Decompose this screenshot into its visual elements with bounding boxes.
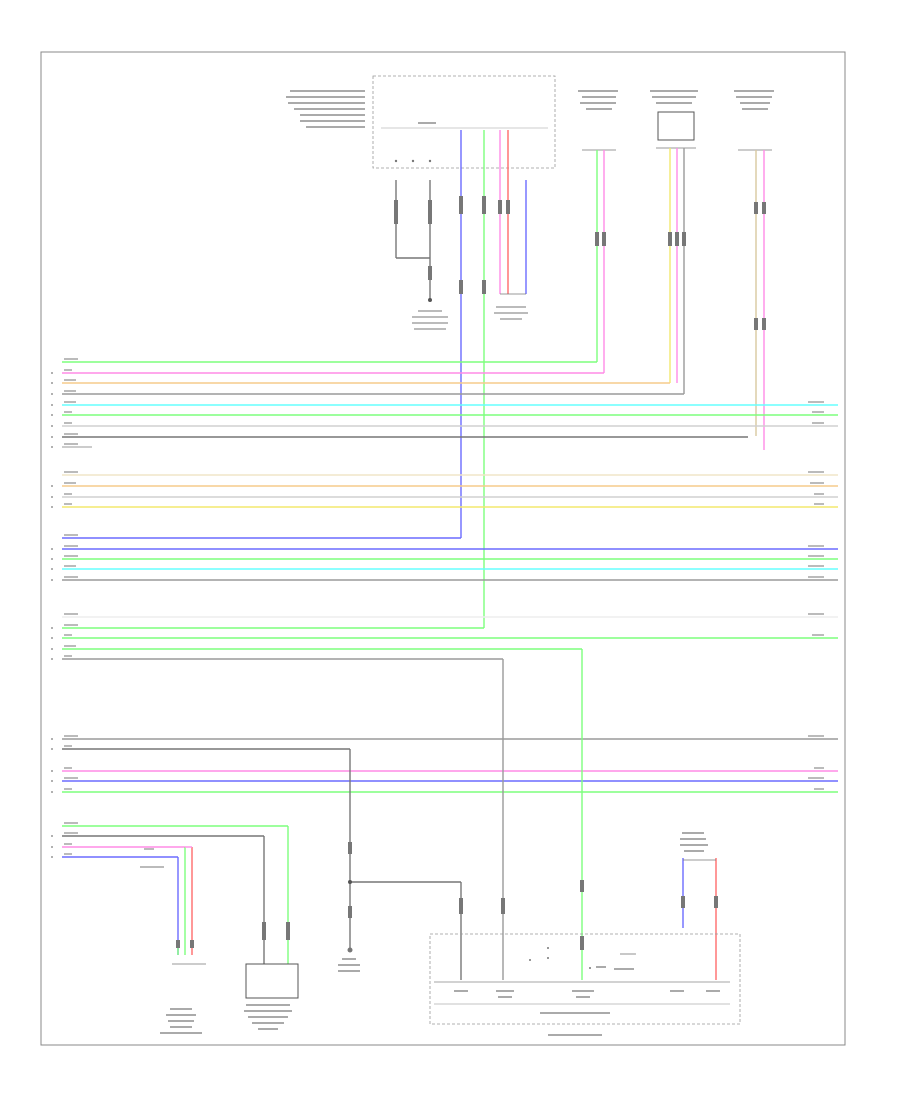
- wires-lower: [177, 649, 717, 980]
- diagram-frame: [40, 51, 846, 1046]
- multiplex-unit: [429, 933, 741, 1036]
- ground-point: [338, 958, 360, 972]
- pin-markers-left: [51, 372, 53, 858]
- module-bottom-right: [244, 963, 299, 1030]
- module-bottom-left: [160, 963, 206, 1034]
- wires-vertical-top: [395, 130, 765, 628]
- connector-marks-lower: [176, 842, 718, 950]
- left-rear-speaker: [734, 90, 774, 151]
- bus-rows: [62, 361, 838, 858]
- door-speaker-right-label: [680, 832, 708, 852]
- bottom-left-tags: [140, 848, 164, 868]
- left-front-speaker: [578, 90, 618, 151]
- right-front-speaker: [650, 90, 698, 149]
- row-tags-right: [808, 401, 824, 790]
- connector-marks: [394, 196, 766, 330]
- wire-tags-top: [412, 306, 528, 330]
- row-tags-left: [64, 358, 78, 855]
- top-control-module: [286, 75, 556, 169]
